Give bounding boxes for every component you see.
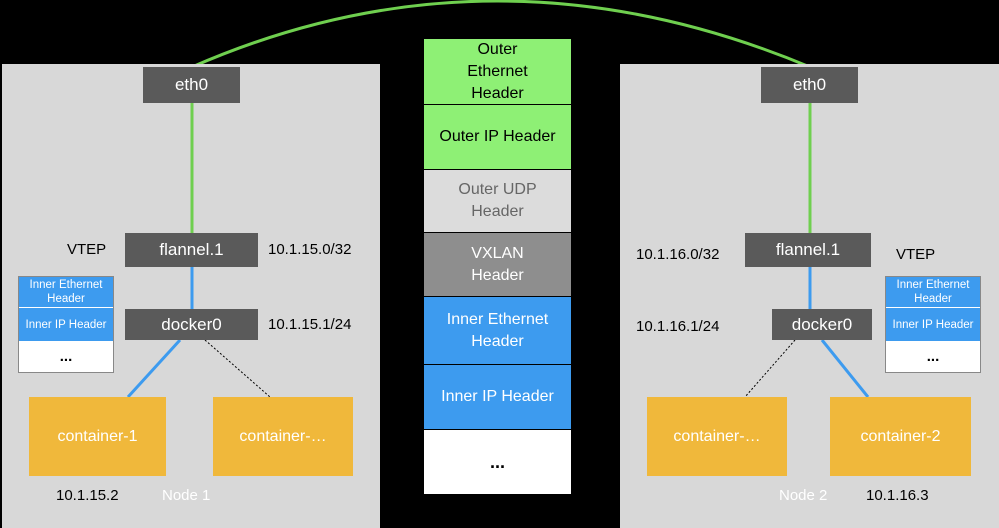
- packet-inner-ip-header: Inner IP Header: [424, 365, 571, 429]
- node1-flannel-ip: 10.1.15.0/32: [268, 241, 352, 258]
- node2-docker0: docker0: [772, 309, 872, 340]
- packet-inner-ethernet-header: Inner Ethernet Header: [424, 297, 571, 364]
- node1-mini-inner-ethernet: Inner Ethernet Header: [19, 277, 113, 308]
- node1-docker0: docker0: [125, 309, 258, 340]
- node1-docker-ip: 10.1.15.1/24: [268, 316, 352, 333]
- packet-outer-ethernet-header: Outer Ethernet Header: [424, 39, 571, 104]
- packet-ellipsis: ...: [424, 430, 571, 494]
- node2-docker-container2-link-overlay: [820, 339, 870, 398]
- node2-flannel-ip: 10.1.16.0/32: [636, 246, 720, 263]
- node2-container-x: container-…: [647, 397, 787, 476]
- node2-mini-ellipsis: ...: [886, 342, 980, 372]
- node2-container-2: container-2: [830, 397, 971, 476]
- node1-mini-inner-ip: Inner IP Header: [19, 308, 113, 342]
- node2-container2-ip: 10.1.16.3: [866, 487, 929, 504]
- node1-vtep-label: VTEP: [67, 241, 107, 258]
- node1-title: Node 1: [162, 487, 211, 504]
- node1-mini-packet-stack: Inner Ethernet Header Inner IP Header ..…: [18, 276, 114, 373]
- node1-docker-containerx-link-overlay: [204, 339, 271, 398]
- node2-flannel: flannel.1: [745, 233, 871, 267]
- node2-docker-ip: 10.1.16.1/24: [636, 318, 720, 335]
- packet-outer-ip-header: Outer IP Header: [424, 105, 571, 169]
- node2-title: Node 2: [779, 487, 828, 504]
- node1-container-x: container-…: [213, 397, 353, 476]
- packet-vxlan-header: VXLAN Header: [424, 233, 571, 296]
- node2-mini-inner-ip: Inner IP Header: [886, 308, 980, 342]
- eth0-tunnel-arc: [191, 0, 811, 69]
- node1-container1-ip: 10.1.15.2: [56, 487, 119, 504]
- node1-docker-container1-link-overlay: [126, 338, 182, 399]
- node1-flannel: flannel.1: [125, 233, 258, 267]
- node2-docker-containerx-link-overlay: [744, 339, 796, 398]
- vxlan-packet-stack: Outer Ethernet Header Outer IP Header Ou…: [424, 39, 571, 494]
- node2-mini-packet-stack: Inner Ethernet Header Inner IP Header ..…: [885, 276, 981, 373]
- node1-eth0: eth0: [143, 67, 240, 103]
- node1-container-1: container-1: [29, 397, 166, 476]
- node2-eth0: eth0: [761, 67, 858, 103]
- node2-mini-inner-ethernet: Inner Ethernet Header: [886, 277, 980, 308]
- packet-outer-udp-header: Outer UDP Header: [424, 170, 571, 232]
- node1-mini-ellipsis: ...: [19, 342, 113, 372]
- node2-vtep-label: VTEP: [896, 246, 936, 263]
